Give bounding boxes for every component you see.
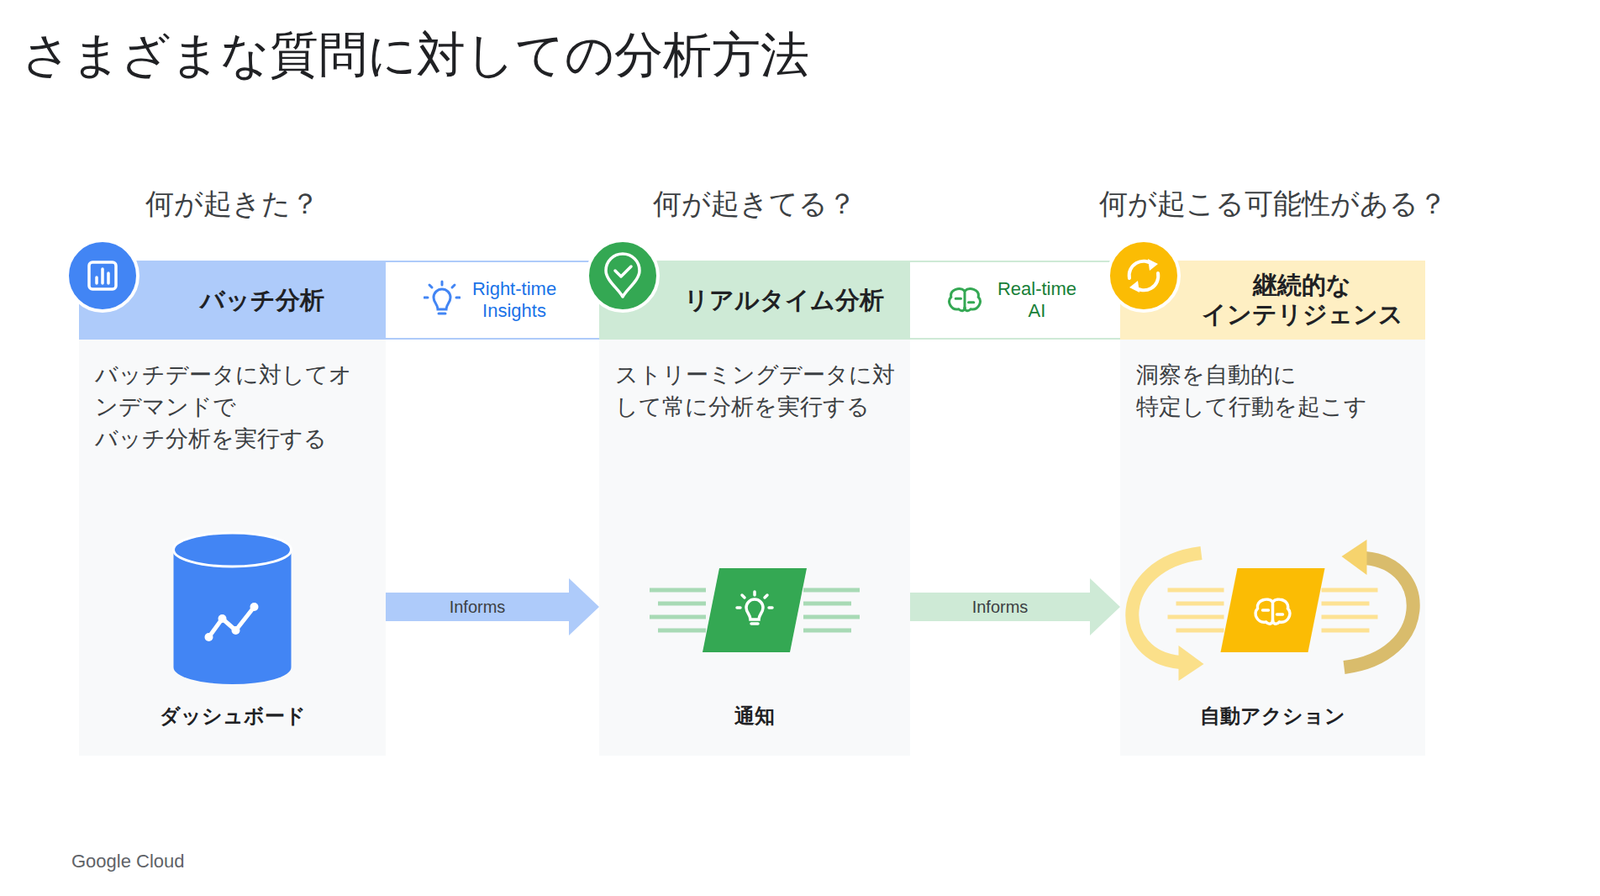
header-icon: [580, 233, 665, 318]
insight-text-area: Real-time AI: [989, 278, 1085, 323]
bulb-glass: [746, 599, 764, 620]
insight-box: Right-time Insights: [385, 260, 600, 340]
band-title: バッチ分析: [200, 285, 325, 316]
insight-label: Real-time AI: [989, 278, 1085, 323]
bulb-glass: [433, 289, 451, 310]
bulb-ray: [456, 296, 460, 300]
speed-line: [649, 588, 706, 593]
brain-lobe: [949, 289, 965, 311]
check-mark: [615, 266, 632, 277]
icon-circle: [67, 240, 138, 311]
speed-line: [803, 615, 860, 620]
speed-line: [1176, 628, 1225, 633]
question-heading: 何が起きた？: [145, 186, 320, 222]
speed-line: [1168, 615, 1225, 620]
speed-line: [1321, 628, 1370, 633]
refresh-head: [1129, 280, 1140, 293]
brain-fold: [1263, 610, 1284, 615]
band-title: リアルタイム分析: [684, 285, 885, 316]
trend-dot: [205, 632, 214, 642]
bulb-ray: [441, 281, 444, 285]
bulb-ray: [742, 594, 745, 598]
icon-circle: [1108, 240, 1179, 311]
bulb-ray: [429, 284, 432, 288]
output-label: 自動アクション: [1120, 702, 1426, 730]
brain-split: [963, 290, 967, 308]
column-panel: 洞察を自動的に 特定して行動を起こす自動アクション: [1120, 339, 1426, 756]
header-icon: [1101, 233, 1186, 318]
cycle-arc: [1344, 557, 1414, 668]
cycle-arc: [1131, 552, 1201, 663]
bulb-base: [438, 312, 446, 316]
refresh-head: [1147, 258, 1158, 271]
body-text: 洞察を自動的に 特定して行動を起こす: [1120, 339, 1426, 424]
speed-line: [803, 588, 860, 593]
bulb-ray: [768, 605, 773, 610]
brand-footer: Google Cloud: [71, 850, 185, 873]
speed-line: [1176, 601, 1225, 606]
cycle-head: [1342, 539, 1368, 575]
database-body: [173, 549, 292, 685]
bulb-ray: [736, 605, 741, 610]
speed-line: [657, 628, 706, 633]
band-title: 継続的な インテリジェンス: [1187, 270, 1417, 330]
brain-fold: [955, 298, 974, 303]
flow-arrow: [910, 578, 1121, 636]
analysis-column: 何が起きてる？ リアルタイム分析ストリーミングデータに対 して常に分析を実行する通…: [599, 172, 911, 756]
insight-box: Real-time AI: [910, 260, 1121, 340]
arrow-label: Informs: [972, 597, 1029, 617]
speed-line: [1321, 615, 1379, 620]
chart-bar: [100, 268, 105, 284]
brain-lobe: [964, 289, 980, 311]
insight-label: Right-time Insights: [467, 278, 562, 323]
card-shape: [1221, 568, 1326, 653]
cycle-head: [1178, 645, 1205, 681]
trend-dot: [231, 626, 241, 635]
body-text: ストリーミングデータに対 して常に分析を実行する: [599, 339, 911, 424]
trend-dot: [250, 602, 259, 611]
output-label: ダッシュボード: [78, 702, 386, 730]
pin-outline: [605, 253, 640, 297]
chart-frame: [89, 262, 116, 290]
bulb-ray: [752, 591, 757, 595]
icon-circle: [587, 240, 658, 311]
flow-arrow: [385, 578, 600, 636]
brain-split: [1271, 601, 1275, 621]
card-shape: [702, 568, 807, 653]
insight-icon: [946, 278, 984, 322]
bulb-ray: [452, 284, 455, 288]
brain-lobe: [1273, 599, 1290, 624]
speed-line: [1168, 588, 1225, 593]
trend-dot: [218, 614, 227, 623]
bulb-ray: [424, 296, 428, 300]
body-text: バッチデータに対してオ ンデマンドで バッチ分析を実行する: [78, 339, 386, 455]
insight-icon: [423, 278, 461, 322]
bulb-base: [751, 621, 758, 626]
arrow-label: Informs: [449, 597, 506, 617]
question-heading: 何が起きてる？: [652, 186, 857, 222]
trend-line: [209, 606, 255, 637]
output-label: 通知: [599, 702, 911, 730]
column-panel: バッチデータに対してオ ンデマンドで バッチ分析を実行するダッシュボード: [78, 339, 386, 756]
speed-line: [1321, 601, 1370, 606]
insight-text-area: Right-time Insights: [467, 278, 562, 323]
database-top: [173, 532, 292, 567]
speed-line: [657, 601, 706, 606]
speed-line: [803, 628, 852, 633]
header-icon: [60, 233, 145, 318]
analysis-column: 何が起こる可能性がある？継続的な インテリジェンス洞察を自動的に 特定して行動を…: [1120, 172, 1426, 756]
chart-bar: [94, 277, 99, 284]
column-panel: ストリーミングデータに対 して常に分析を実行する通知: [599, 339, 911, 756]
chart-bar: [106, 273, 111, 284]
question-heading: 何が起こる可能性がある？: [1099, 186, 1448, 222]
analysis-column: 何が起きた？ バッチ分析バッチデータに対してオ ンデマンドで バッチ分析を実行する…: [78, 172, 386, 756]
speed-line: [803, 601, 852, 606]
speed-line: [1321, 588, 1379, 593]
speed-line: [649, 615, 706, 620]
bulb-ray: [764, 594, 768, 598]
page-title: さまざまな質問に対しての分析方法: [21, 25, 810, 85]
